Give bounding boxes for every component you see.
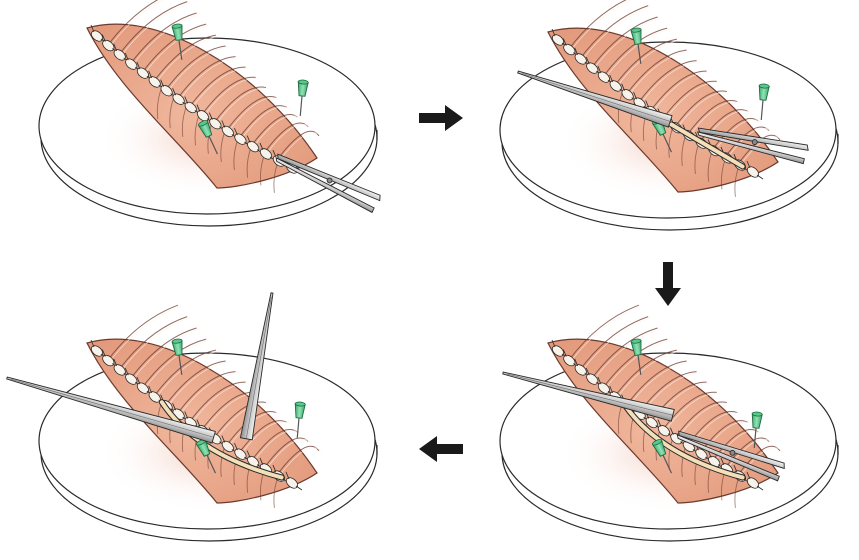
- dissection-step-3-panel: [500, 305, 838, 541]
- dissection-step-4-panel: [5, 292, 377, 541]
- right-arrow-icon: [419, 105, 463, 131]
- dissection-step-1-panel: [39, 0, 382, 226]
- dissection-step-2-panel: [500, 0, 838, 230]
- left-arrow-icon: [419, 436, 463, 462]
- down-arrow-icon: [655, 262, 681, 306]
